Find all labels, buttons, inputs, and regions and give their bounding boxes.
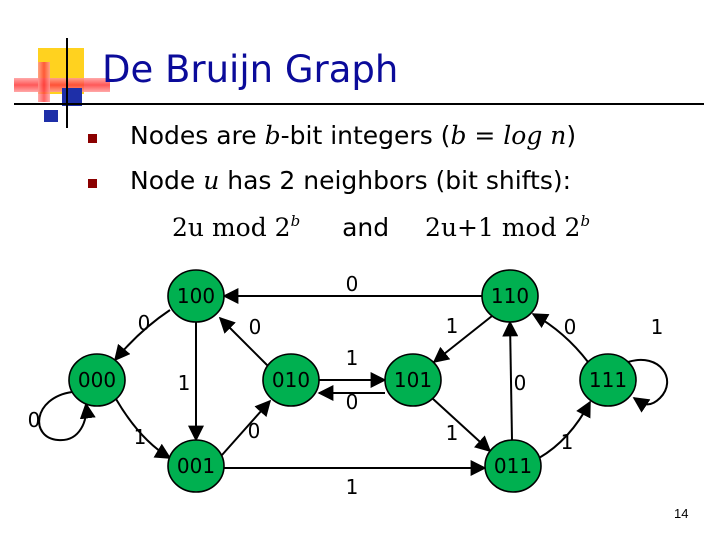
edge-label-001-011: 1 xyxy=(346,475,359,499)
formula-and: and xyxy=(342,213,390,242)
bullet-1: Nodes are b-bit integers (b = log n) xyxy=(130,121,576,150)
formula-left: 2u mod 2 xyxy=(172,213,291,242)
node-label-010: 010 xyxy=(272,368,310,392)
formula-right: 2u+1 mod 2 xyxy=(425,213,581,242)
node-000: 000 xyxy=(68,353,126,407)
bullet-2-pre: Node xyxy=(130,166,204,195)
edge-label-010-101: 1 xyxy=(346,346,359,370)
page-number: 14 xyxy=(674,506,689,521)
bullet-1-var: b xyxy=(264,121,281,150)
edge-label-101-011: 1 xyxy=(446,421,459,445)
node-circle-101 xyxy=(384,353,442,407)
node-111: 111 xyxy=(579,353,637,407)
edge-000-000 xyxy=(38,391,96,442)
edge-011-111 xyxy=(538,400,591,459)
node-label-000: 000 xyxy=(78,368,116,392)
node-100: 100 xyxy=(167,269,225,323)
node-circle-110 xyxy=(481,269,539,323)
node-label-011: 011 xyxy=(494,454,532,478)
node-circle-000 xyxy=(68,353,126,407)
node-label-100: 100 xyxy=(177,284,215,308)
bullet-marker-1 xyxy=(88,134,97,143)
edge-label-110-101: 1 xyxy=(446,314,459,338)
edge-label-001-010: 0 xyxy=(248,419,261,443)
deco-vertical-line xyxy=(66,38,68,128)
node-label-101: 101 xyxy=(394,368,432,392)
node-circle-001 xyxy=(167,439,225,493)
edge-label-000-001: 1 xyxy=(134,425,147,449)
node-010: 010 xyxy=(262,353,320,407)
edge-label-110-100: 0 xyxy=(346,272,359,296)
slide-title: De Bruijn Graph xyxy=(102,48,399,91)
node-circle-100 xyxy=(167,269,225,323)
bullet-marker-2 xyxy=(88,179,97,188)
node-circle-010 xyxy=(262,353,320,407)
bullet-1-post: ) xyxy=(566,121,577,150)
bullet-2-var: u xyxy=(203,166,220,195)
bullet-1-mid: -bit integers ( xyxy=(280,121,451,150)
shift-formula: 2u mod 2b and 2u+1 mod 2b xyxy=(172,212,590,242)
deco-blue-small xyxy=(44,110,58,122)
edge-000-001 xyxy=(115,398,172,459)
edge-110-101 xyxy=(432,315,493,363)
edge-label-000-000: 0 xyxy=(28,408,41,432)
edge-111-111 xyxy=(627,359,669,413)
edge-label-011-111: 1 xyxy=(561,430,574,454)
node-label-110: 110 xyxy=(491,284,529,308)
edge-101-011 xyxy=(431,397,492,453)
edge-001-010 xyxy=(221,399,272,456)
edge-label-101-010: 0 xyxy=(346,390,359,414)
edge-label-111-110: 0 xyxy=(564,315,577,339)
edge-label-100-000: 0 xyxy=(138,311,151,335)
node-label-001: 001 xyxy=(177,454,215,478)
node-circle-111 xyxy=(579,353,637,407)
node-101: 101 xyxy=(384,353,442,407)
edge-label-011-110: 0 xyxy=(514,371,527,395)
edge-010-100 xyxy=(218,316,269,367)
title-underline xyxy=(14,103,704,105)
bullet-1-math: b = log n xyxy=(450,121,567,150)
formula-right-sup: b xyxy=(580,212,591,230)
bullet-1-pre: Nodes are xyxy=(130,121,265,150)
formula-left-sup: b xyxy=(290,212,301,230)
node-011: 011 xyxy=(484,439,542,493)
edge-label-010-100: 0 xyxy=(249,315,262,339)
edge-011-110 xyxy=(502,320,519,441)
node-001: 001 xyxy=(167,439,225,493)
bullet-2: Node u has 2 neighbors (bit shifts): xyxy=(130,166,571,195)
node-110: 110 xyxy=(481,269,539,323)
node-circle-011 xyxy=(484,439,542,493)
edge-label-100-001: 1 xyxy=(178,371,191,395)
deco-red-vbar xyxy=(38,62,50,102)
edge-111-110 xyxy=(531,313,589,363)
bullet-2-post: has 2 neighbors (bit shifts): xyxy=(219,166,572,195)
node-label-111: 111 xyxy=(589,368,627,392)
edge-100-000 xyxy=(113,309,171,362)
edge-label-111-111: 1 xyxy=(651,315,664,339)
